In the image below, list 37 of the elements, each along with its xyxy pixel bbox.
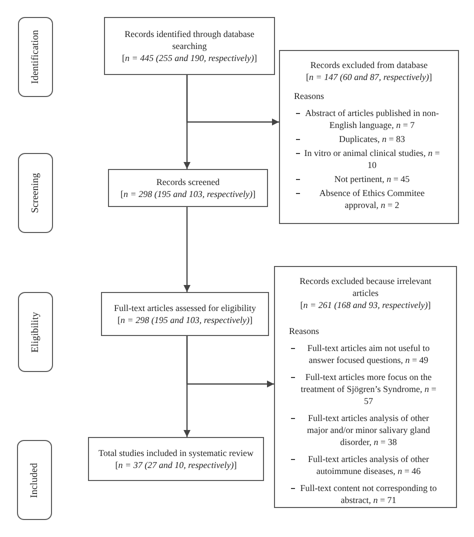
- arrow: [186, 75, 279, 126]
- count-text: [n = 298 (195 and 103, respectively)]: [118, 314, 252, 326]
- phase-label-box: [18, 153, 53, 233]
- process-box: [108, 169, 268, 207]
- reason-item: Not pertinent, n = 45: [333, 173, 411, 185]
- box-heading: Records excluded from database: [309, 59, 429, 71]
- process-box: [104, 17, 275, 75]
- phase-label-box: [18, 17, 53, 97]
- exclusion-box: [279, 50, 459, 224]
- reason-item: Full-text articles aim not useful to answer focused questions, n = 49: [306, 342, 431, 366]
- box-heading: Total studies included in systematic review: [98, 447, 254, 459]
- phase-label: Screening: [30, 173, 42, 213]
- count-text: [n = 147 (60 and 87, respectively)]: [305, 71, 433, 83]
- phase-label-box: [18, 292, 53, 372]
- reason-item: Full-text articles more focus on the treatment of Sjögren’s Syndrome, n = 57: [300, 371, 438, 407]
- box-heading: Records screened: [156, 176, 220, 188]
- box-heading: Full-text articles assessed for eligibility: [114, 302, 256, 314]
- phase-label: Identification: [30, 30, 42, 84]
- phase-label: Included: [28, 462, 40, 498]
- exclusion-box: [274, 266, 457, 508]
- arrow: [186, 336, 274, 388]
- count-text: [n = 37 (27 and 10, respectively)]: [115, 459, 237, 471]
- phase-label-box: [17, 440, 52, 520]
- reason-item: Full-text articles analysis of other major and/or minor salivary gland disorder, n = 38: [306, 412, 431, 448]
- count-text: [n = 445 (255 and 190, respectively)]: [122, 52, 257, 64]
- reason-item: Full-text content not corresponding to abstract, n = 71: [299, 482, 438, 506]
- reason-item: Absence of Ethics Commitee approval, n = 2: [318, 187, 426, 211]
- process-box: [101, 292, 269, 336]
- phase-label: Eligibility: [30, 312, 42, 352]
- reason-item: Duplicates, n = 83: [338, 133, 406, 145]
- reasons-heading: Reasons: [294, 90, 325, 102]
- arrow: [184, 207, 190, 292]
- process-box: [88, 437, 264, 481]
- reason-item: Full-text articles analysis of other autoimmune diseases, n = 46: [307, 453, 430, 477]
- count-text: [n = 298 (195 and 103, respectively)]: [120, 188, 256, 200]
- reasons-heading: Reasons: [289, 325, 320, 337]
- count-text: [n = 261 (168 and 93, respectively)]: [299, 299, 432, 311]
